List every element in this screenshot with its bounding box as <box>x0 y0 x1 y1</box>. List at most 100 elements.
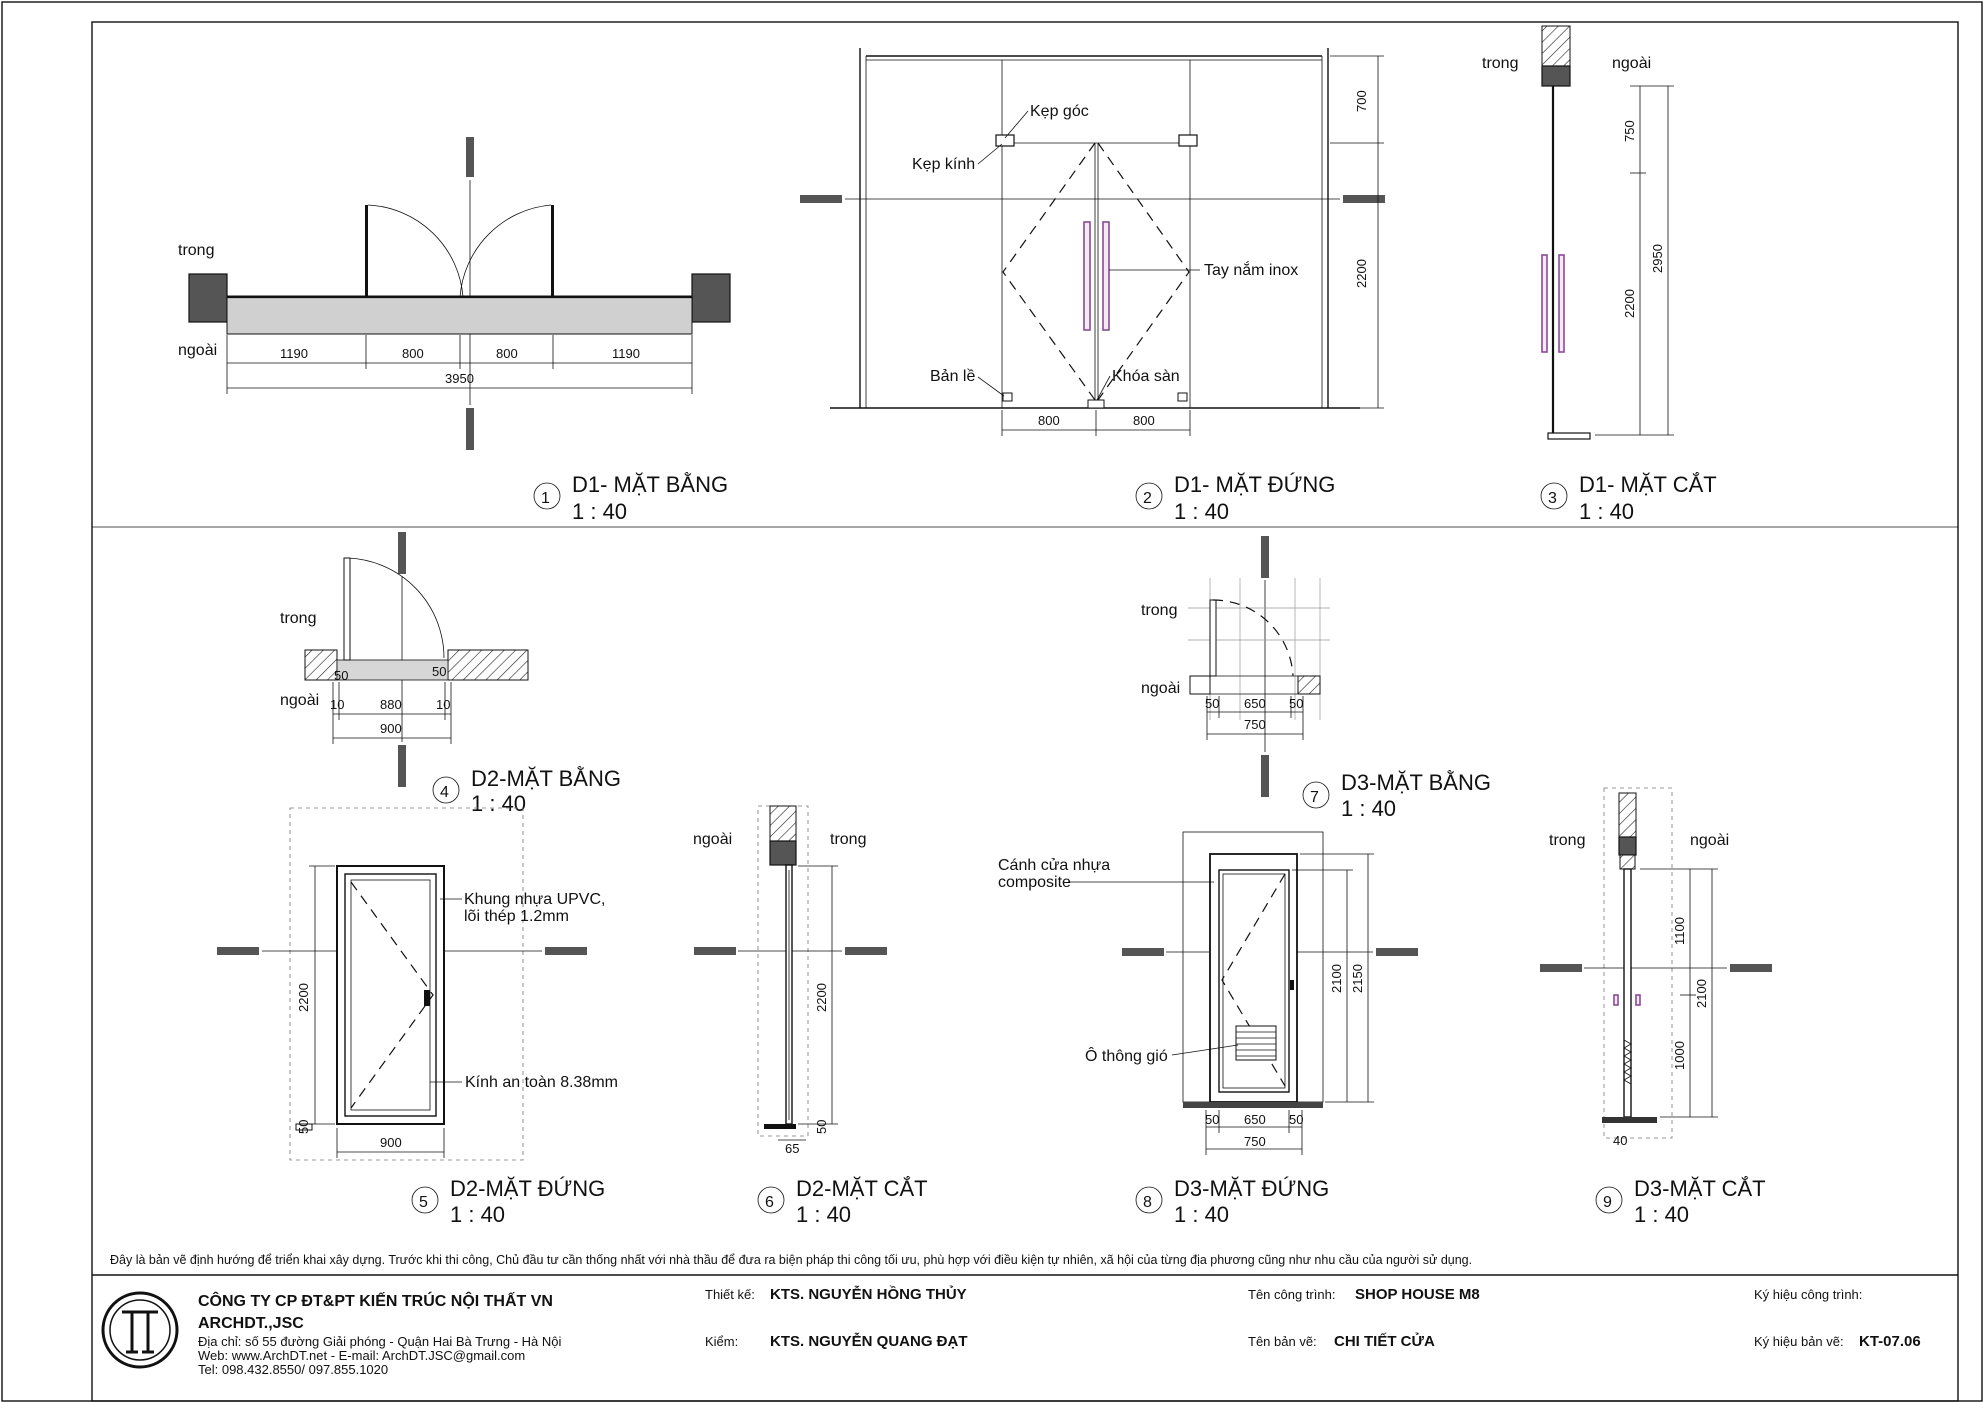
checker-label: Kiểm: <box>705 1334 738 1349</box>
dim-text: 650 <box>1244 696 1266 711</box>
grid-mark <box>398 745 406 787</box>
label-khoa-san: Khóa sàn <box>1112 368 1180 385</box>
door-threshold <box>226 295 693 335</box>
view-scale: 1 : 40 <box>1634 1202 1689 1227</box>
clip-boundary <box>289 807 524 1161</box>
grid-mark <box>398 532 406 574</box>
door-leaf <box>1209 599 1217 677</box>
view-d3-section: trong ngoài 1100 1000 2100 40 <box>1540 787 1772 1148</box>
view-number: 8 <box>1143 1194 1152 1211</box>
label-trong: trong <box>280 610 316 627</box>
dim-text: 900 <box>380 721 402 736</box>
door-leaf <box>1218 869 1290 1093</box>
dim-text: 2200 <box>1622 289 1637 318</box>
handle-section <box>1558 254 1565 353</box>
wall-section <box>1541 25 1571 67</box>
drawing-code-label: Ký hiệu bản vẽ: <box>1754 1334 1844 1349</box>
title-v8: 8 D3-MẶT ĐỨNG 1 : 40 <box>1135 1176 1329 1227</box>
view-d3-elevation: Cánh cửa nhựa composite Ô thông gió 2100… <box>998 831 1418 1155</box>
floor-plate <box>1547 432 1591 440</box>
handle-section <box>1635 994 1641 1006</box>
label-ban-le: Bản lề <box>930 368 975 385</box>
leader <box>977 143 1003 165</box>
view-number: 1 <box>541 490 550 507</box>
dim-text: 880 <box>380 697 402 712</box>
grid-mark <box>1261 755 1269 797</box>
leader <box>1004 110 1029 139</box>
label-khung-1: Khung nhựa UPVC, <box>464 891 605 908</box>
beam-section <box>1541 65 1571 87</box>
label-kep-kinh: Kẹp kính <box>912 156 975 173</box>
dim-text: 50 <box>1289 696 1303 711</box>
view-number: 2 <box>1143 490 1152 507</box>
floor-lock <box>1087 399 1105 409</box>
view-scale: 1 : 40 <box>1579 499 1634 524</box>
grid-mark <box>1540 964 1582 972</box>
dim-text: 2200 <box>814 983 829 1012</box>
clip-boundary <box>1603 787 1673 1139</box>
label-trong: trong <box>1482 55 1518 72</box>
view-title: D3-MẶT BẰNG <box>1341 770 1491 795</box>
grid-mark <box>466 408 474 450</box>
handle <box>1290 980 1294 990</box>
label-kep-goc: Kẹp góc <box>1030 103 1089 120</box>
wall-column-right <box>691 273 731 323</box>
view-number-circle <box>432 776 460 804</box>
view-number: 3 <box>1548 490 1557 507</box>
company-short: ARCHDT.,JSC <box>198 1315 304 1332</box>
view-number-circle <box>757 1186 785 1214</box>
head-hatch <box>1619 854 1636 870</box>
title-block: CÔNG TY CP ĐT&PT KIẾN TRÚC NỘI THẤT VN A… <box>101 1285 1921 1377</box>
title-v7: 7 D3-MẶT BẰNG 1 : 40 <box>1302 770 1491 821</box>
view-scale: 1 : 40 <box>796 1202 851 1227</box>
leader <box>977 376 1005 397</box>
dim-text: 700 <box>1354 90 1369 112</box>
swing-dash <box>1097 142 1190 401</box>
disclaimer-note: Đây là bản vẽ định hướng để triển khai x… <box>110 1253 1472 1267</box>
project-name-label: Tên công trình: <box>1248 1287 1335 1302</box>
floor-band <box>1183 1102 1323 1108</box>
company-web: Web: www.ArchDT.net - E-mail: ArchDT.JSC… <box>198 1348 525 1363</box>
view-d2-section: ngoài trong 2200 50 65 <box>693 805 887 1156</box>
dim-text: 1100 <box>1672 917 1687 945</box>
company-name: CÔNG TY CP ĐT&PT KIẾN TRÚC NỘI THẤT VN <box>198 1291 553 1310</box>
grid-mark <box>217 947 259 955</box>
label-ngoai: ngoài <box>280 692 319 709</box>
view-title: D3-MẶT ĐỨNG <box>1174 1176 1329 1201</box>
door-opening <box>336 659 449 681</box>
view-title: D1- MẶT BẰNG <box>572 472 728 497</box>
dim-text: 50 <box>814 1120 829 1134</box>
dim-text: 50 <box>1205 696 1219 711</box>
project-code-label: Ký hiệu công trình: <box>1754 1287 1862 1302</box>
dim-text: 2200 <box>1354 259 1369 288</box>
label-ngoai: ngoài <box>1690 832 1729 849</box>
label-ngoai: ngoài <box>178 342 217 359</box>
dim-text: 800 <box>1133 413 1155 428</box>
label-canh-1: Cánh cửa nhựa <box>998 857 1110 874</box>
view-title: D1- MẶT CẮT <box>1579 472 1717 497</box>
dim-text: 2100 <box>1329 964 1344 993</box>
label-trong: trong <box>1141 602 1177 619</box>
view-scale: 1 : 40 <box>1174 1202 1229 1227</box>
label-khung-2: lõi thép 1.2mm <box>464 908 569 925</box>
view-d1-section: trong ngoài 750 2200 2950 <box>1482 25 1674 440</box>
dim-text: 50 <box>432 664 446 679</box>
door-leaf-left <box>365 205 368 298</box>
view-title: D2-MẶT BẰNG <box>471 766 621 791</box>
view-number: 6 <box>765 1194 774 1211</box>
title-v3: 3 D1- MẶT CẮT 1 : 40 <box>1540 472 1717 524</box>
label-thong-gio: Ô thông gió <box>1085 1046 1168 1065</box>
grid-mark <box>1730 964 1772 972</box>
leader <box>1171 1044 1239 1056</box>
dim-text: 40 <box>1613 1133 1627 1148</box>
dim-text: 50 <box>296 1120 311 1134</box>
dim-text: 10 <box>330 697 344 712</box>
view-scale: 1 : 40 <box>450 1202 505 1227</box>
drawing-name-value: CHI TIẾT CỬA <box>1334 1332 1435 1350</box>
wall-column-left <box>188 273 228 323</box>
wall-right <box>447 649 529 681</box>
view-number-circle <box>1302 781 1330 809</box>
floor-threshold <box>295 1123 313 1131</box>
view-number-circle <box>533 482 561 510</box>
